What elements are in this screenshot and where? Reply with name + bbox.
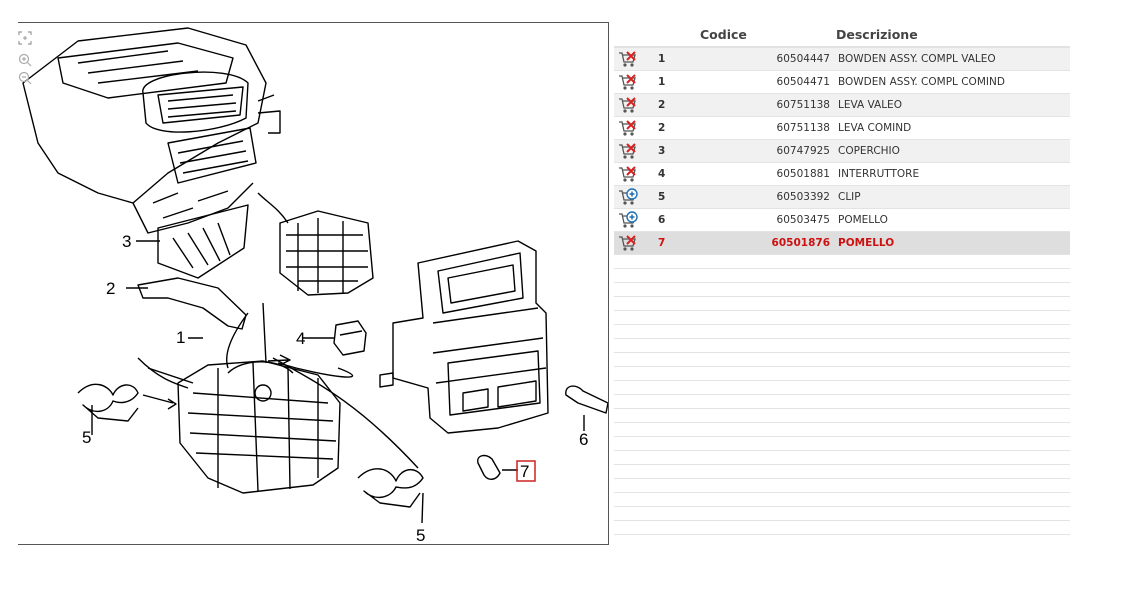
code-cell: 60503475 bbox=[700, 208, 836, 232]
part-4-switch bbox=[333, 320, 367, 356]
cart-remove-icon[interactable] bbox=[618, 142, 638, 160]
empty-row bbox=[614, 464, 1070, 479]
description-cell: POMELLO bbox=[836, 208, 1070, 232]
heater-housing bbox=[22, 27, 281, 234]
callout-6[interactable]: 6 bbox=[579, 430, 588, 449]
code-cell: 60504447 bbox=[700, 47, 836, 71]
table-row[interactable]: 5 60503392 CLIP bbox=[614, 185, 1070, 209]
callout-7-highlight bbox=[516, 460, 536, 482]
code-cell: 60501876 bbox=[700, 231, 836, 255]
callout-5-left[interactable]: 5 bbox=[82, 428, 91, 447]
zoom-in-icon[interactable] bbox=[18, 53, 32, 67]
control-unit-upper bbox=[257, 192, 374, 296]
empty-row bbox=[614, 506, 1070, 521]
description-cell: INTERRUTTORE bbox=[836, 162, 1070, 186]
empty-row bbox=[614, 394, 1070, 409]
control-unit-main bbox=[137, 302, 341, 494]
position-cell: 3 bbox=[646, 139, 700, 163]
part-3-cover bbox=[157, 204, 249, 279]
table-row[interactable]: 2 60751138 LEVA COMIND bbox=[614, 116, 1070, 140]
cart-remove-icon[interactable] bbox=[618, 165, 638, 183]
empty-row bbox=[614, 324, 1070, 339]
empty-row bbox=[614, 310, 1070, 325]
part-5-clip-left bbox=[77, 383, 139, 422]
table-row[interactable]: 2 60751138 LEVA VALEO bbox=[614, 93, 1070, 117]
empty-row bbox=[614, 408, 1070, 423]
table-row[interactable]: 3 60747925 COPERCHIO bbox=[614, 139, 1070, 163]
position-cell: 2 bbox=[646, 93, 700, 117]
description-cell: POMELLO bbox=[836, 231, 1070, 255]
parts-list: Codice Descrizione 1 60504447 BOWDEN ASS… bbox=[614, 22, 1070, 535]
cart-remove-icon[interactable] bbox=[618, 234, 638, 252]
arrow-icon bbox=[142, 394, 177, 410]
position-cell: 1 bbox=[646, 70, 700, 94]
cart-remove-icon[interactable] bbox=[618, 50, 638, 68]
part-5-clip-right bbox=[357, 468, 424, 508]
table-header-row: Codice Descrizione bbox=[614, 22, 1070, 48]
cart-add-icon[interactable] bbox=[618, 211, 638, 229]
cart-remove-icon[interactable] bbox=[618, 96, 638, 114]
empty-row bbox=[614, 282, 1070, 297]
callout-2[interactable]: 2 bbox=[106, 279, 115, 298]
position-cell: 4 bbox=[646, 162, 700, 186]
parts-table: Codice Descrizione 1 60504447 BOWDEN ASS… bbox=[614, 22, 1070, 535]
column-header-code[interactable]: Codice bbox=[700, 22, 836, 48]
dashboard-console bbox=[379, 240, 549, 434]
part-6-knob bbox=[565, 385, 608, 414]
description-cell: BOWDEN ASSY. COMPL VALEO bbox=[836, 47, 1070, 71]
table-row[interactable]: 4 60501881 INTERRUTTORE bbox=[614, 162, 1070, 186]
empty-row bbox=[614, 254, 1070, 269]
description-cell: LEVA VALEO bbox=[836, 93, 1070, 117]
diagram-drawing: 3 2 1 4 5 5 6 7 bbox=[22, 27, 608, 544]
leader-lines bbox=[91, 240, 585, 524]
empty-row bbox=[614, 268, 1070, 283]
position-cell: 2 bbox=[646, 116, 700, 140]
table-row[interactable]: 1 60504471 BOWDEN ASSY. COMPL COMIND bbox=[614, 70, 1070, 94]
callout-7[interactable]: 7 bbox=[520, 462, 529, 481]
description-cell: COPERCHIO bbox=[836, 139, 1070, 163]
cart-add-icon[interactable] bbox=[618, 188, 638, 206]
callout-5-right[interactable]: 5 bbox=[416, 526, 425, 544]
code-cell: 60751138 bbox=[700, 93, 836, 117]
empty-row bbox=[614, 366, 1070, 381]
empty-row bbox=[614, 478, 1070, 493]
empty-row bbox=[614, 436, 1070, 451]
empty-row bbox=[614, 422, 1070, 437]
position-cell: 5 bbox=[646, 185, 700, 209]
callout-3[interactable]: 3 bbox=[122, 232, 131, 251]
empty-row bbox=[614, 296, 1070, 311]
empty-row bbox=[614, 450, 1070, 465]
position-cell: 6 bbox=[646, 208, 700, 232]
description-cell: LEVA COMIND bbox=[836, 116, 1070, 140]
description-cell: BOWDEN ASSY. COMPL COMIND bbox=[836, 70, 1070, 94]
empty-row bbox=[614, 380, 1070, 395]
empty-row bbox=[614, 338, 1070, 353]
position-cell: 7 bbox=[646, 231, 700, 255]
code-cell: 60747925 bbox=[700, 139, 836, 163]
description-cell: CLIP bbox=[836, 185, 1070, 209]
empty-row bbox=[614, 352, 1070, 367]
table-row[interactable]: 6 60503475 POMELLO bbox=[614, 208, 1070, 232]
table-row-selected[interactable]: 7 60501876 POMELLO bbox=[614, 231, 1070, 255]
code-cell: 60503392 bbox=[700, 185, 836, 209]
bowden-cables bbox=[226, 312, 419, 469]
empty-row bbox=[614, 492, 1070, 507]
code-cell: 60504471 bbox=[700, 70, 836, 94]
table-row[interactable]: 1 60504447 BOWDEN ASSY. COMPL VALEO bbox=[614, 47, 1070, 71]
code-cell: 60501881 bbox=[700, 162, 836, 186]
callout-1[interactable]: 1 bbox=[176, 328, 185, 347]
part-2-lever bbox=[137, 277, 247, 330]
callout-4[interactable]: 4 bbox=[296, 329, 305, 348]
code-cell: 60751138 bbox=[700, 116, 836, 140]
zoom-out-icon[interactable] bbox=[18, 71, 32, 85]
column-header-description[interactable]: Descrizione bbox=[836, 22, 1070, 48]
position-cell: 1 bbox=[646, 47, 700, 71]
cart-remove-icon[interactable] bbox=[618, 73, 638, 91]
cart-remove-icon[interactable] bbox=[618, 119, 638, 137]
arrow-icon bbox=[267, 354, 291, 366]
fit-icon[interactable] bbox=[18, 31, 32, 45]
exploded-diagram[interactable]: 3 2 1 4 5 5 6 7 bbox=[18, 22, 609, 545]
empty-row bbox=[614, 520, 1070, 535]
part-7-knob bbox=[477, 454, 501, 480]
